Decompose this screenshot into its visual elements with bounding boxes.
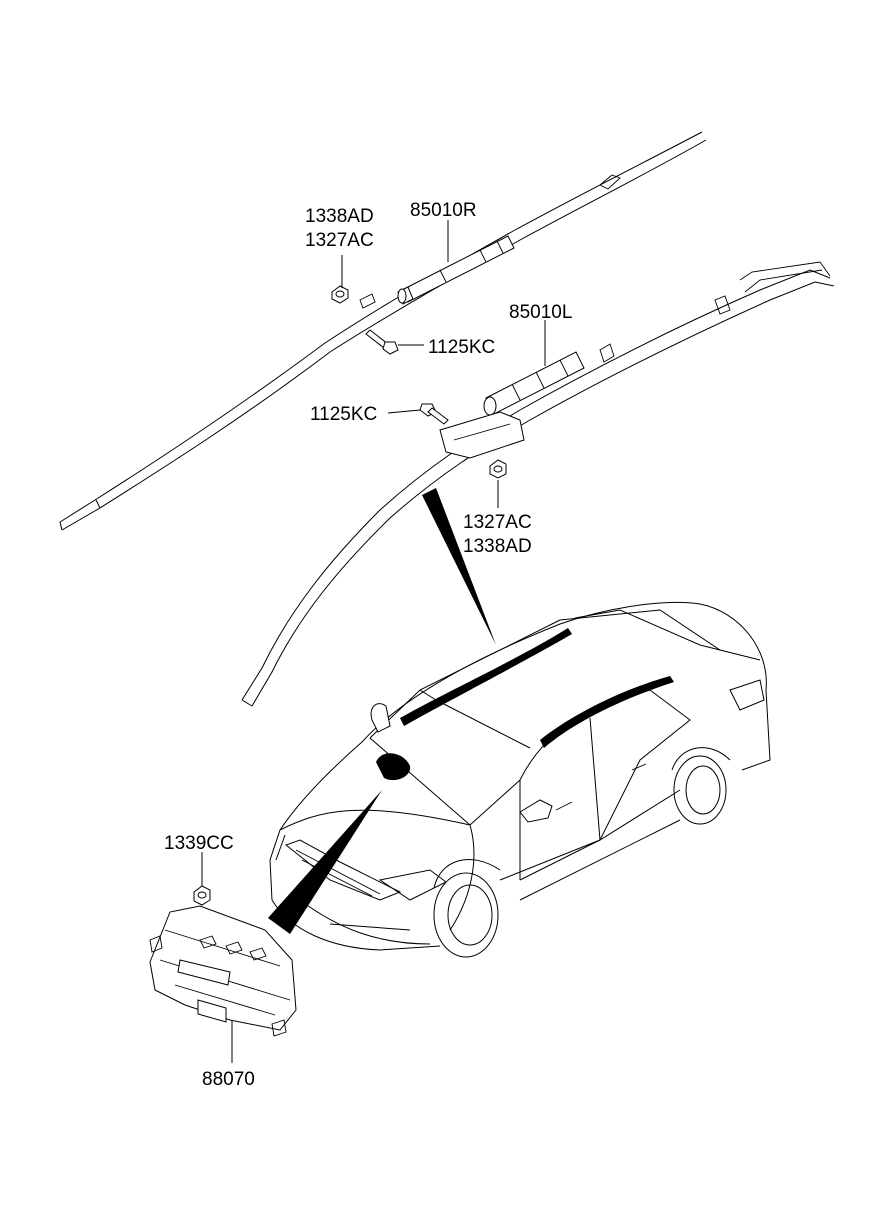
part-label-1339CC: 1339CC: [164, 833, 234, 854]
leader-lines: [201, 220, 546, 1063]
nut-1327AC-bottom: [489, 459, 507, 479]
part-label-1125KC-left: 1125KC: [310, 404, 377, 425]
part-label-85010L: 85010L: [509, 302, 572, 323]
bolt-1125KC-left: [419, 403, 449, 425]
car-illustration: [269, 601, 771, 958]
nut-1339CC: [193, 885, 211, 906]
pointer-wedges: [268, 488, 496, 934]
part-label-1327AC-top: 1327AC: [305, 230, 374, 251]
part-label-1125KC-right: 1125KC: [428, 337, 495, 358]
part-label-1338AD-bottom: 1338AD: [463, 536, 532, 557]
part-label-1327AC-bottom: 1327AC: [463, 512, 532, 533]
nut-1338AD-top: [331, 285, 349, 304]
part-label-85010R: 85010R: [410, 200, 477, 221]
passenger-airbag-module: [149, 905, 297, 1037]
part-label-88070: 88070: [202, 1069, 255, 1090]
curtain-airbag-right: [59, 131, 707, 531]
curtain-airbag-left: [241, 261, 835, 707]
part-label-1338AD-top: 1338AD: [305, 206, 374, 227]
bolt-1125KC-right: [365, 329, 399, 355]
